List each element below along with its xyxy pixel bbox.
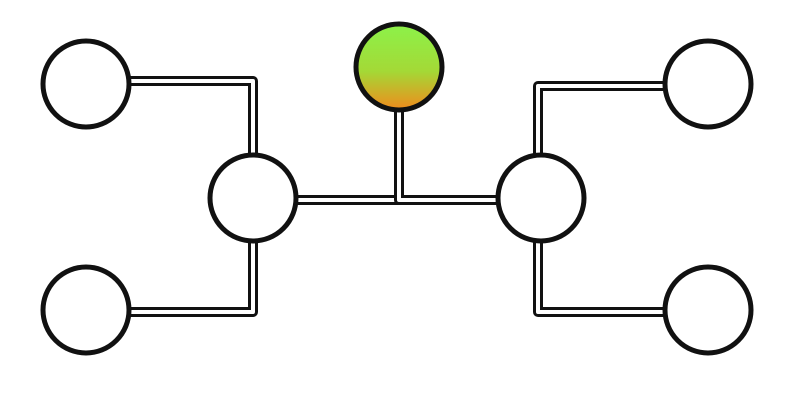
connector-left-hub-to-left-top-leaf: [129, 76, 258, 155]
node-right-hub: [495, 152, 587, 244]
connector-top-to-left-hub: [296, 110, 404, 205]
node-left-top-leaf: [40, 38, 132, 130]
node-group: [40, 21, 754, 356]
node-right-bottom-leaf: [662, 264, 754, 356]
node-left-hub: [207, 152, 299, 244]
connector-right-hub-to-right-bottom-leaf: [533, 241, 665, 317]
node-top: [353, 21, 445, 113]
node-left-bottom-leaf: [40, 264, 132, 356]
connector-top-to-right-hub: [394, 110, 498, 205]
connector-group: [129, 76, 665, 317]
node-right-top-leaf: [662, 38, 754, 130]
connector-left-hub-to-left-bottom-leaf: [129, 241, 258, 317]
connector-right-hub-to-right-top-leaf: [533, 81, 665, 155]
